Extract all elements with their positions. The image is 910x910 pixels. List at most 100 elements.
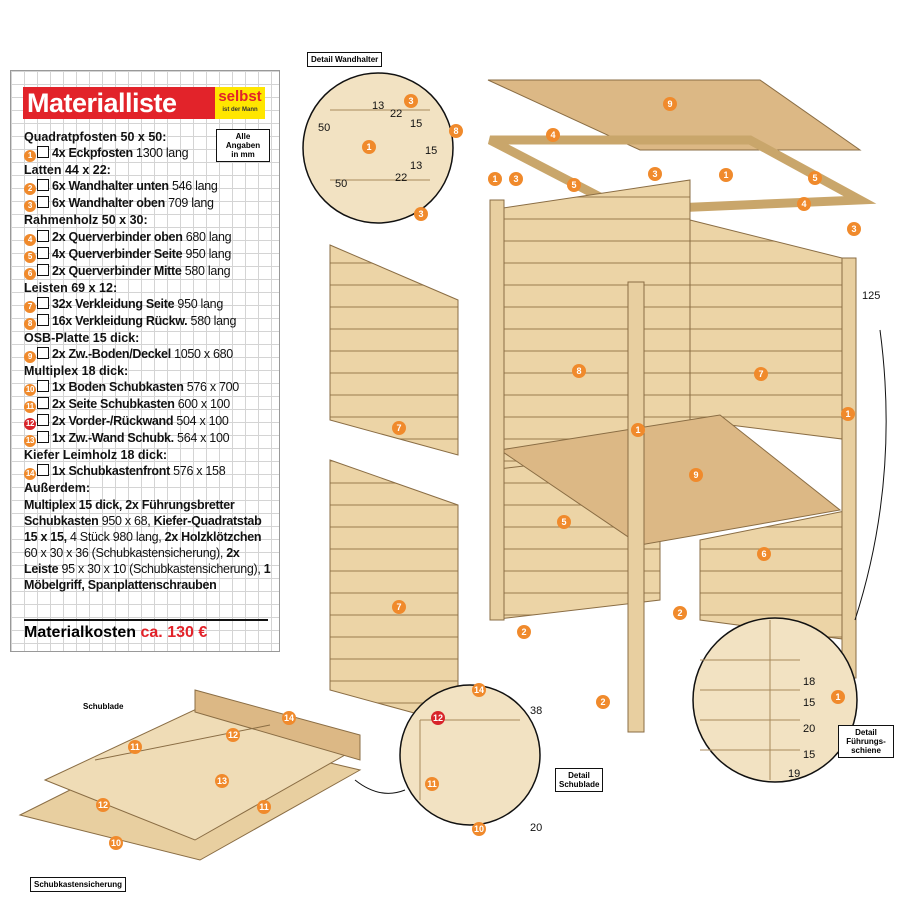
checkbox[interactable] <box>37 347 49 360</box>
label-schublade: Schublade <box>80 700 127 713</box>
part-number-badge: 6 <box>24 267 36 280</box>
checkbox[interactable] <box>37 229 49 242</box>
checkbox[interactable] <box>37 296 49 309</box>
group-heading: Latten 44 x 22: <box>24 163 111 178</box>
detail-fuehrung-circle <box>692 617 858 783</box>
item-name: 1x Schubkastenfront <box>52 464 170 479</box>
item-name: 6x Wandhalter unten <box>52 179 169 194</box>
item-name: 2x Zw.-Boden/Deckel <box>52 347 171 362</box>
post-back-left <box>489 199 505 621</box>
marker: 6 <box>757 547 771 561</box>
shelf-osb <box>498 414 842 546</box>
item-name: 4x Eckpfosten <box>52 146 133 161</box>
checkbox[interactable] <box>37 380 49 393</box>
item-size: 576 x 158 <box>173 464 226 479</box>
dim: 22 <box>390 108 403 120</box>
material-cost: Materialkosten ca. 130 € <box>24 619 268 642</box>
marker: 1 <box>841 407 855 421</box>
item-name: 2x Vorder-/Rückwand <box>52 414 174 429</box>
extra-segment: 1 Möbelgriff, Spanplattenschrauben <box>24 561 271 592</box>
item-size: 709 lang <box>168 196 214 211</box>
checkbox[interactable] <box>37 397 49 410</box>
checkbox[interactable] <box>37 146 49 159</box>
marker: 11 <box>128 740 142 754</box>
label-detail-wandhalter: Detail Wandhalter <box>307 52 383 67</box>
item-size: 950 lang <box>177 296 223 311</box>
extra-segment: Multiplex 15 dick, 2x Führungsbretter Sc… <box>24 497 235 528</box>
extra-heading: Außerdem: <box>24 481 90 496</box>
item-size: 680 lang <box>185 229 232 244</box>
item-name: 32x Verkleidung Seite <box>52 296 175 311</box>
dim: 13 <box>410 160 423 172</box>
group-heading: Kiefer Leimholz 18 dick: <box>24 448 168 463</box>
marker: 14 <box>472 683 486 697</box>
dim: 15 <box>803 697 816 709</box>
part-number-badge: 7 <box>24 300 36 313</box>
marker: 1 <box>831 690 845 704</box>
part-number-badge: 8 <box>24 317 36 330</box>
marker: 7 <box>754 367 768 381</box>
marker: 13 <box>215 774 229 788</box>
checkbox[interactable] <box>37 431 49 444</box>
extra-segment: Kiefer-Quadrat­stab 15 x 15, <box>24 513 262 544</box>
checkbox[interactable] <box>37 414 49 427</box>
side-panel-lower <box>329 459 459 726</box>
marker: 2 <box>673 606 687 620</box>
part-number-badge: 11 <box>24 401 36 414</box>
group-heading: Leisten 69 x 12: <box>24 280 118 295</box>
item-size: 950 lang <box>185 246 232 261</box>
dim: 38 <box>530 705 543 717</box>
item-name: 6x Wandhalter oben <box>52 196 165 211</box>
marker: 5 <box>567 178 581 192</box>
extra-segment: 4 Stück 980 lang, <box>66 529 165 544</box>
checkbox[interactable] <box>37 464 49 477</box>
marker: 2 <box>517 625 531 639</box>
checkbox[interactable] <box>37 246 49 259</box>
marker: 14 <box>282 711 296 725</box>
marker: 5 <box>557 515 571 529</box>
post-front-right <box>841 257 857 679</box>
checkbox[interactable] <box>37 196 49 209</box>
item-size: 1300 lang <box>136 146 189 161</box>
checkbox[interactable] <box>37 313 49 326</box>
part-number-badge: 10 <box>24 384 36 397</box>
marker: 1 <box>631 423 645 437</box>
dim: 15 <box>803 749 816 761</box>
item-name: 2x Querverbinder oben <box>52 229 183 244</box>
marker: 12 <box>96 798 110 812</box>
dim: 20 <box>803 723 816 735</box>
group-heading: Multiplex 18 dick: <box>24 364 129 379</box>
item-size: 580 lang <box>184 263 231 278</box>
part-number-badge: 14 <box>24 468 36 481</box>
detail-schublade-circle <box>399 684 541 826</box>
dim: 50 <box>318 122 331 134</box>
item-name: 1x Zw.-Wand Schubk. <box>52 431 174 446</box>
checkbox[interactable] <box>37 179 49 192</box>
lid-osb <box>487 79 862 151</box>
marker: 8 <box>572 364 586 378</box>
item-size: 600 x 100 <box>177 397 231 412</box>
marker: 9 <box>663 97 677 111</box>
marker: 10 <box>472 822 486 836</box>
dim: 15 <box>425 145 438 157</box>
item-size: 1050 x 680 <box>174 347 233 362</box>
marker: 12 <box>226 728 240 742</box>
group-heading: OSB-Platte 15 dick: <box>24 330 140 345</box>
marker: 1 <box>362 140 376 154</box>
marker: 7 <box>392 421 406 435</box>
marker: 1 <box>719 168 733 182</box>
checkbox[interactable] <box>37 263 49 276</box>
item-name: 4x Querverbinder Seite <box>52 246 183 261</box>
marker: 9 <box>689 468 703 482</box>
marker: 11 <box>257 800 271 814</box>
